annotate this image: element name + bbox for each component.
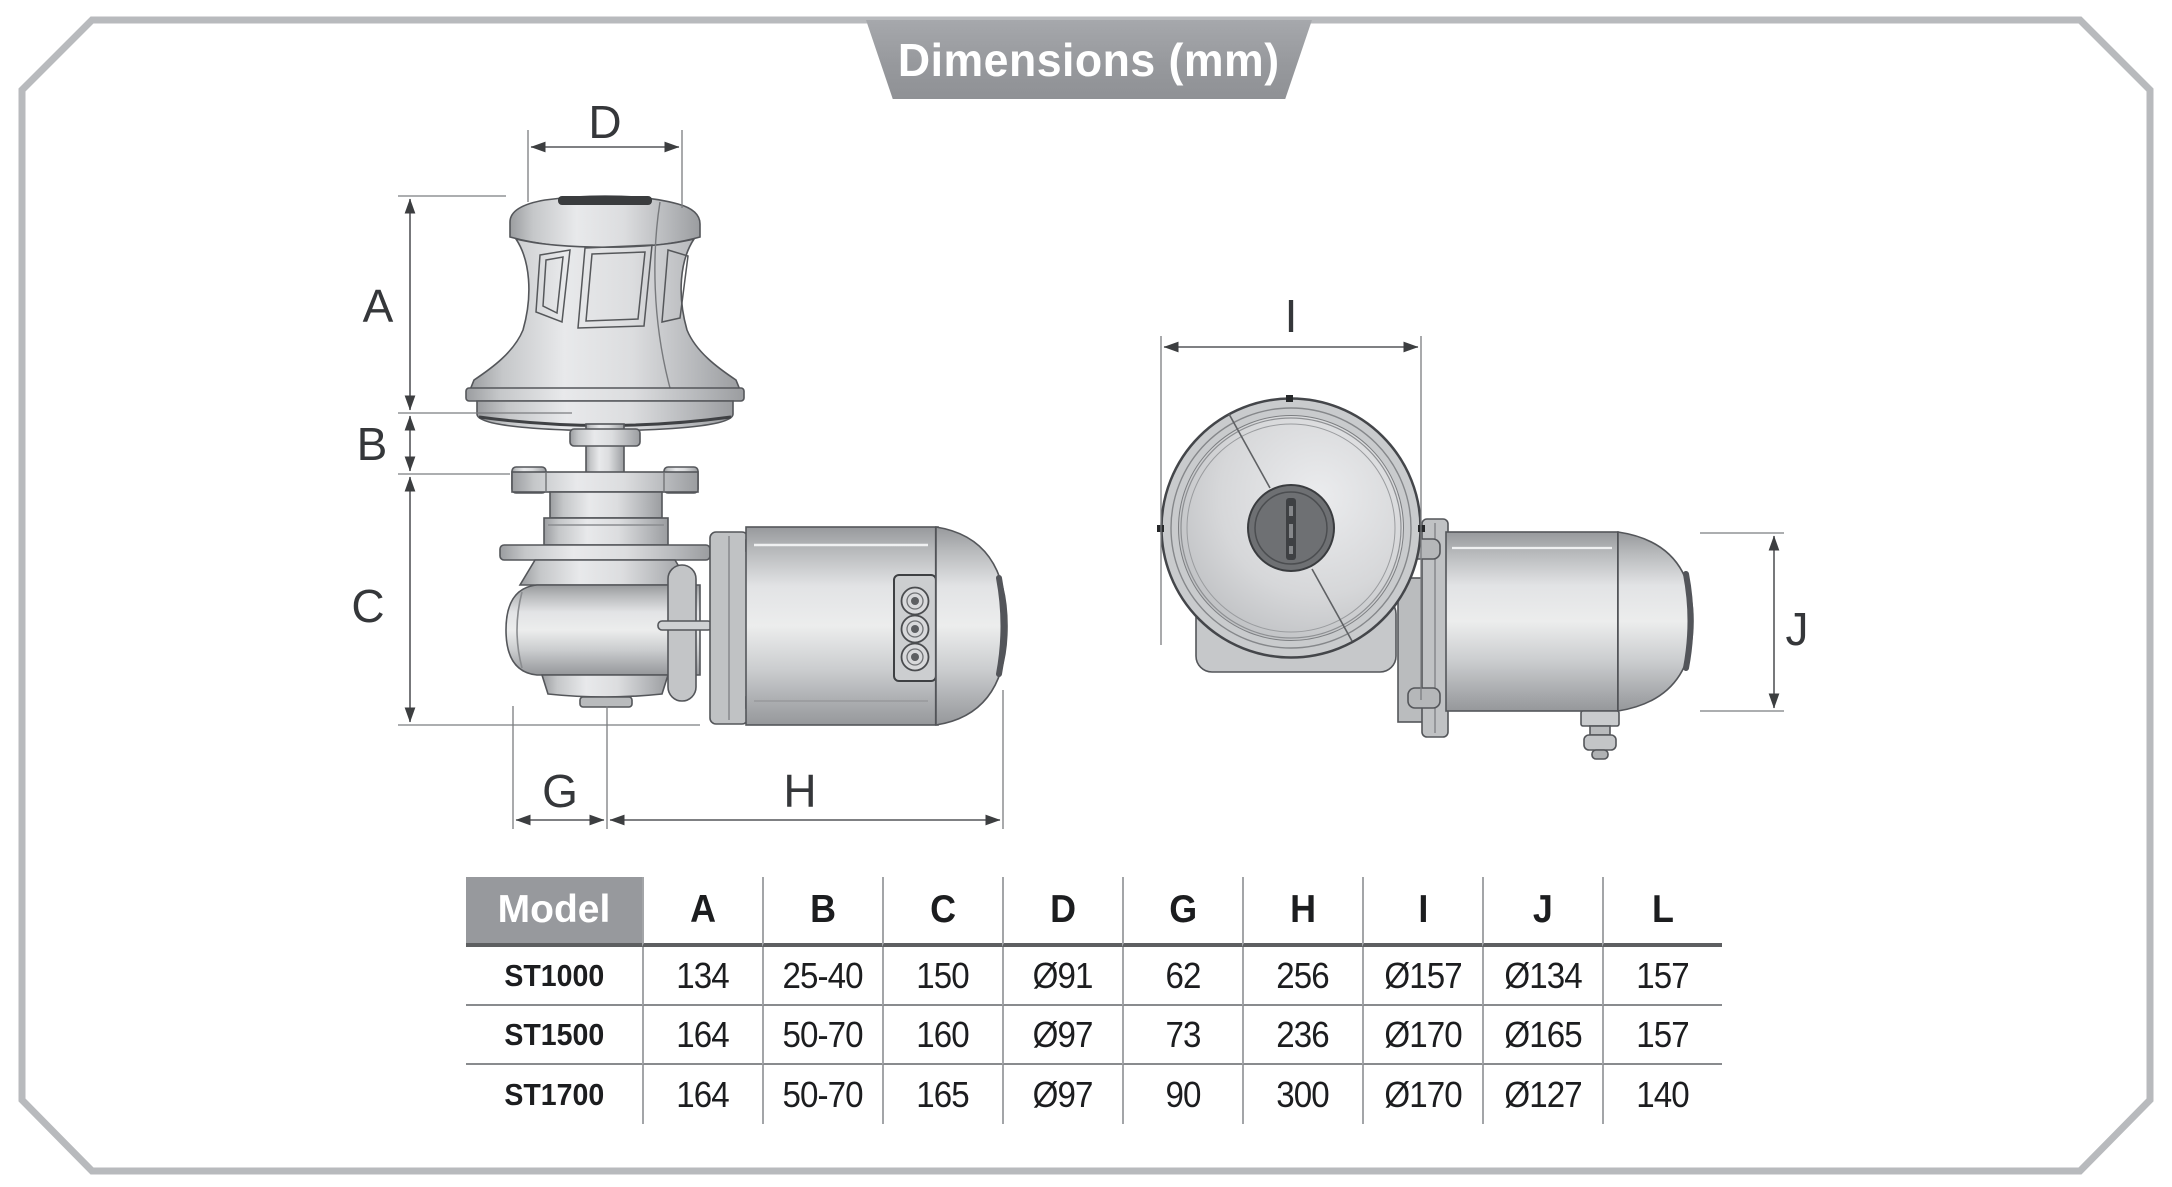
drive-shaft	[569, 423, 641, 477]
table-cell: Ø97	[1002, 1065, 1122, 1124]
table-cell: 50-70	[762, 1065, 882, 1124]
table-row-model-st1500: ST1500	[466, 1006, 642, 1065]
dim-label-d: D	[588, 96, 621, 148]
dim-label-a: A	[363, 280, 394, 332]
table-cell: Ø127	[1482, 1065, 1602, 1124]
table-header-model: Model	[466, 877, 642, 947]
table-header-l: L	[1602, 877, 1722, 947]
shaft-collar	[569, 428, 641, 447]
dim-label-c: C	[351, 580, 384, 632]
gear-housing-foot	[579, 696, 633, 708]
motor-coupling	[667, 564, 697, 702]
table-cell: 256	[1242, 947, 1362, 1006]
table-cell: 140	[1602, 1065, 1722, 1124]
dimensions-table: Model A B C D G H I J L ST1000 134 25-40…	[466, 877, 1722, 1124]
hub-logo	[1286, 498, 1296, 560]
table-header-h: H	[1242, 877, 1362, 947]
table-cell: Ø170	[1362, 1065, 1482, 1124]
table-cell: 90	[1122, 1065, 1242, 1124]
motor-side-view	[709, 526, 1008, 726]
side-view-dimensions	[398, 130, 1004, 829]
table-header-i: I	[1362, 877, 1482, 947]
table-cell: 300	[1242, 1065, 1362, 1124]
table-cell: Ø97	[1002, 1006, 1122, 1065]
dim-label-b: B	[357, 418, 388, 470]
motor-front-view	[1407, 518, 1694, 760]
drum-top-slot	[558, 196, 652, 205]
drum-base-ring	[465, 387, 745, 402]
drum-face	[1157, 395, 1425, 659]
table-cell: Ø157	[1362, 947, 1482, 1006]
dim-label-h: H	[783, 765, 816, 817]
front-view-dim-labels: I J	[1285, 290, 1809, 655]
front-view-dimensions	[1160, 336, 1784, 712]
gearbox-assembly	[499, 491, 713, 708]
table-cell: 134	[642, 947, 762, 1006]
table-cell: 164	[642, 1065, 762, 1124]
motor-end-cap	[935, 526, 1008, 726]
dim-label-j: J	[1786, 603, 1809, 655]
table-cell: 164	[642, 1006, 762, 1065]
table-cell: Ø170	[1362, 1006, 1482, 1065]
table-cell: Ø91	[1002, 947, 1122, 1006]
table-cell: 236	[1242, 1006, 1362, 1065]
dim-label-i: I	[1285, 290, 1298, 342]
table-cell: 50-70	[762, 1006, 882, 1065]
table-cell: Ø165	[1482, 1006, 1602, 1065]
drum-seam	[654, 201, 671, 389]
gear-housing	[505, 584, 701, 676]
table-cell: 73	[1122, 1006, 1242, 1065]
table-header-a: A	[642, 877, 762, 947]
side-view-dim-labels: A B C D G H	[351, 96, 816, 817]
dim-label-g: G	[542, 765, 578, 817]
table-cell: 157	[1602, 947, 1722, 1006]
side-view-drawing: A B C D G H	[351, 96, 1008, 829]
front-motor-body	[1445, 531, 1619, 712]
table-cell: 62	[1122, 947, 1242, 1006]
drum-whelps	[535, 244, 689, 329]
page-frame-border	[18, 16, 2154, 1175]
table-row-model-st1700: ST1700	[504, 1076, 604, 1112]
front-motor-end-cap	[1617, 531, 1694, 712]
page-title: Dimensions (mm)	[898, 33, 1280, 86]
table-cell: 157	[1602, 1006, 1722, 1065]
drain-fitting	[1580, 710, 1620, 760]
table-header-b: B	[762, 877, 882, 947]
table-cell: 150	[882, 947, 1002, 1006]
drum-waist-bell	[468, 237, 742, 391]
gear-housing-pan	[540, 674, 670, 698]
front-view-drawing: I J	[1157, 290, 1809, 760]
table-cell: Ø134	[1482, 947, 1602, 1006]
rope-guide-line	[1228, 413, 1271, 489]
side-view-dim-lines	[404, 141, 1001, 826]
deck-flange	[511, 466, 699, 494]
table-cell: 165	[882, 1065, 1002, 1124]
capstan-drum	[465, 195, 745, 432]
front-view-dim-lines	[1163, 341, 1780, 709]
table-cell: 160	[882, 1006, 1002, 1065]
table-header-d: D	[1002, 877, 1122, 947]
table-header-g: G	[1122, 877, 1242, 947]
table-cell: 25-40	[762, 947, 882, 1006]
terminal-block	[893, 574, 937, 682]
title-banner: Dimensions (mm)	[866, 20, 1312, 99]
table-row-model-st1000: ST1000	[466, 947, 642, 1006]
table-header-c: C	[882, 877, 1002, 947]
table-header-j: J	[1482, 877, 1602, 947]
